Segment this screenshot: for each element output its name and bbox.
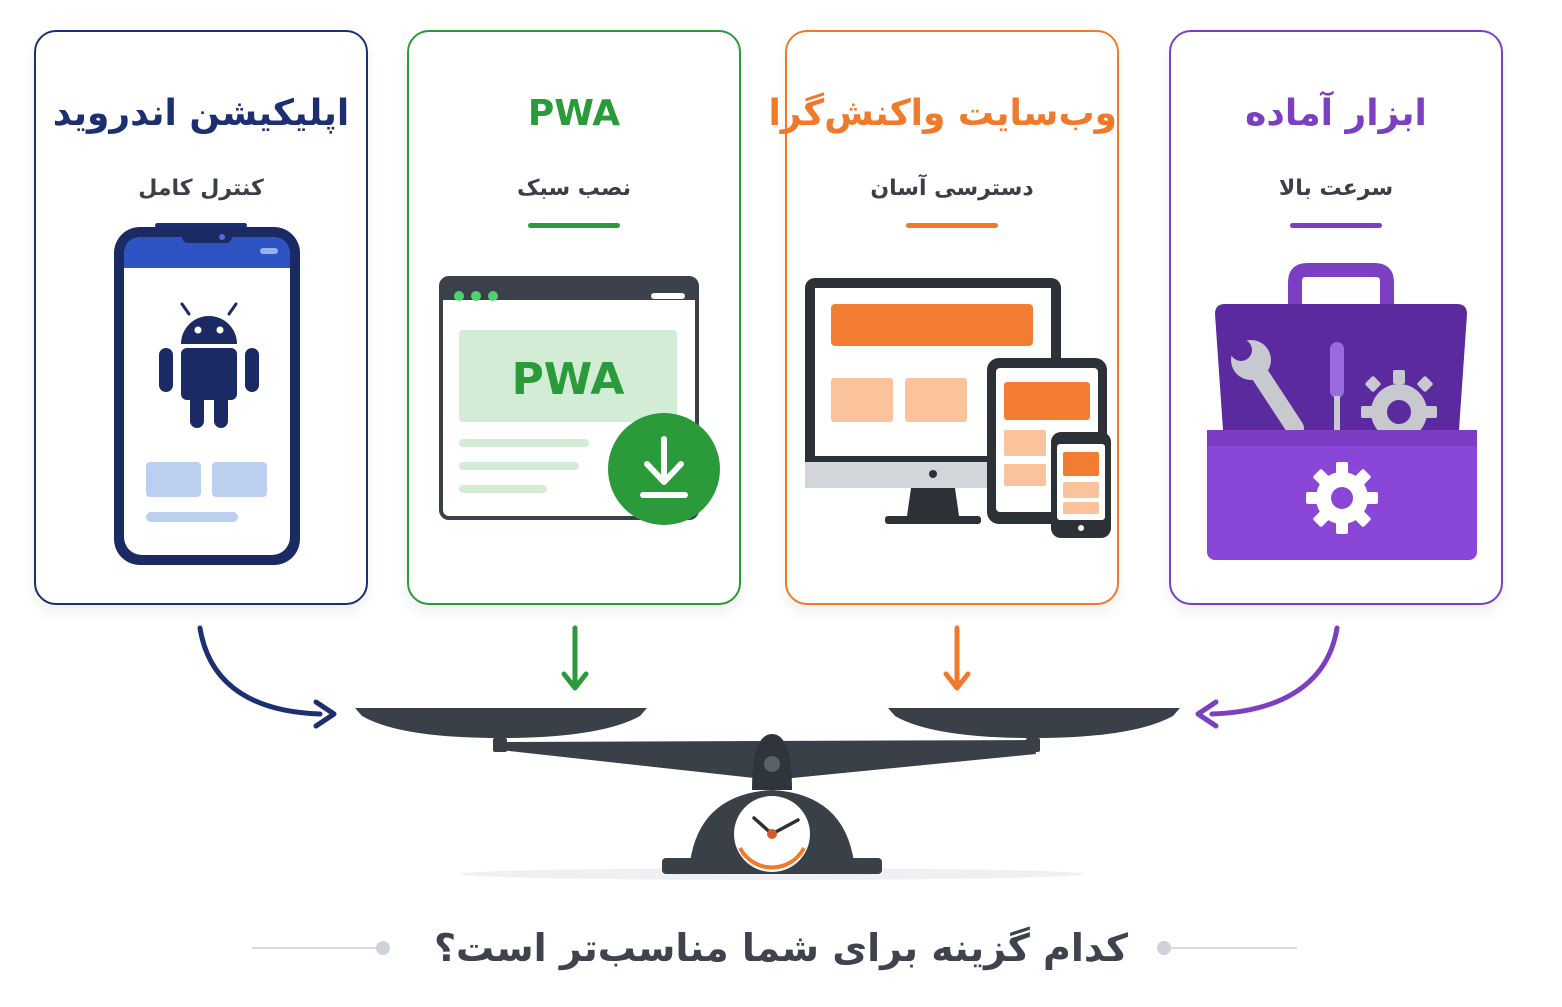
download-icon [608, 413, 720, 525]
pwa-screen-label: PWA [512, 354, 625, 405]
arrowhead-android [313, 699, 337, 729]
card-pwa: PWA نصب سبک PWA [407, 30, 741, 605]
android-robot-icon [159, 302, 259, 428]
toolbox-icon [1207, 263, 1477, 560]
card-subtitle: نصب سبک [516, 176, 632, 201]
card-subtitle: دسترسی آسان [870, 176, 1034, 201]
question-divider-left [252, 947, 376, 949]
arrowhead-tool [1195, 699, 1219, 729]
card-underline [155, 223, 247, 228]
card-title: اپلیکیشن اندروید [52, 93, 350, 134]
card-ready-tool: ابزار آماده سرعت بالا [1169, 30, 1503, 605]
arrowhead-pwa [561, 671, 589, 691]
card-title: وب‌سایت واکنش‌گرا [768, 93, 1117, 134]
card-underline [906, 223, 998, 228]
card-responsive-website: وب‌سایت واکنش‌گرا دسترسی آسان [768, 30, 1119, 605]
question-dot-left [376, 941, 390, 955]
question-divider-right [1171, 947, 1297, 949]
card-underline [528, 223, 620, 228]
question-text: کدام گزینه برای شما مناسب‌تر است؟ [434, 926, 1128, 970]
question-dot-right [1157, 941, 1171, 955]
card-android-app: اپلیکیشن اندروید کنترل کامل [34, 30, 368, 605]
card-subtitle: سرعت بالا [1278, 176, 1394, 201]
card-title: ابزار آماده [1245, 93, 1427, 134]
card-title: PWA [527, 93, 621, 134]
android-phone-icon [114, 227, 300, 565]
wrench-icon [1230, 339, 1304, 437]
screwdriver-icon [1330, 342, 1344, 430]
balance-scale-icon [355, 708, 1180, 874]
arrow-android [197, 625, 323, 717]
smartphone-icon [1051, 432, 1111, 538]
arrow-tool [1209, 625, 1340, 717]
card-underline [1290, 223, 1382, 228]
card-subtitle: کنترل کامل [138, 176, 264, 201]
pwa-browser-download-icon: PWA [439, 276, 720, 525]
arrowhead-responsive [943, 671, 971, 691]
responsive-devices-icon [805, 278, 1111, 538]
